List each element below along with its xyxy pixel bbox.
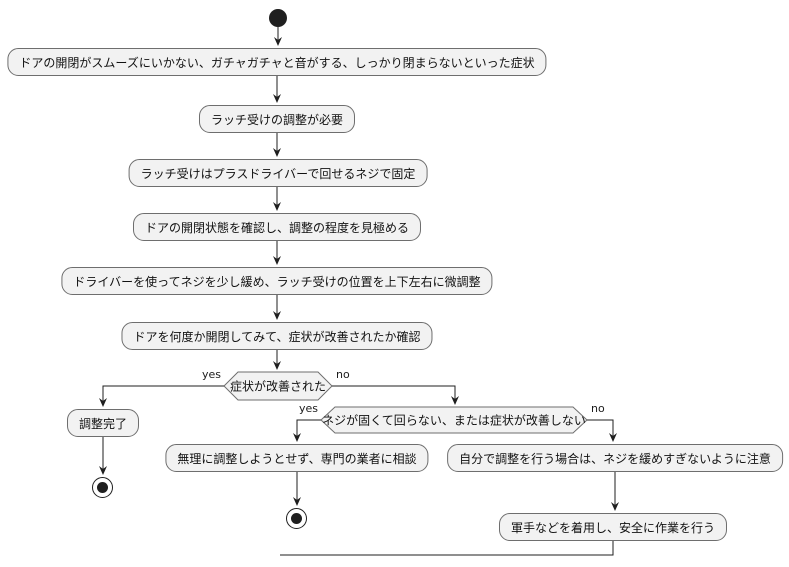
- activity-symptoms: ドアの開閉がスムーズにいかない、ガチャガチャと音がする、しっかり閉まらないといっ…: [7, 48, 547, 76]
- edge-label-d1-yes: yes: [201, 368, 221, 381]
- connector-d2-yes-consult: [293, 419, 321, 442]
- connector-gloves-merge: [280, 541, 614, 556]
- activity-caution-overloosen: 自分で調整を行う場合は、ネジを緩めすぎないように注意: [447, 444, 783, 472]
- activity-consult-professional: 無理に調整しようとせず、専門の業者に相談: [165, 444, 429, 472]
- activity-wear-gloves: 軍手などを着用し、安全に作業を行う: [498, 513, 728, 541]
- connector-d2-no-caution: [587, 419, 617, 442]
- final-node-left-dot: [97, 482, 108, 493]
- activity-test-door: ドアを何度か開閉してみて、症状が改善されたか確認: [121, 322, 433, 350]
- edge-label-d2-no: no: [591, 402, 605, 415]
- activity-check-door-state: ドアの開閉状態を確認し、調整の程度を見極める: [132, 213, 422, 241]
- activity-latch-screw-fixed: ラッチ受けはプラスドライバーで回せるネジで固定: [128, 159, 428, 187]
- edge-label-d2-yes: yes: [298, 402, 318, 415]
- activity-adjust-complete: 調整完了: [66, 409, 140, 437]
- connector-d1-yes-done: [99, 385, 224, 407]
- edge-label-d1-no: no: [336, 368, 350, 381]
- activity-loosen-screw-adjust: ドライバーを使ってネジを少し緩め、ラッチ受けの位置を上下左右に微調整: [61, 267, 493, 295]
- connector-d1-no-d2: [332, 385, 459, 405]
- final-node-center: [286, 508, 307, 529]
- final-node-center-dot: [291, 513, 302, 524]
- decision-screw-stuck-label: ネジが固くて回らない、または症状が改善しない: [322, 413, 586, 428]
- decision-symptoms-improved-label: 症状が改善された: [229, 379, 327, 394]
- activity-latch-adjust-needed: ラッチ受けの調整が必要: [198, 105, 356, 133]
- final-node-left: [92, 477, 113, 498]
- start-node: [269, 9, 287, 27]
